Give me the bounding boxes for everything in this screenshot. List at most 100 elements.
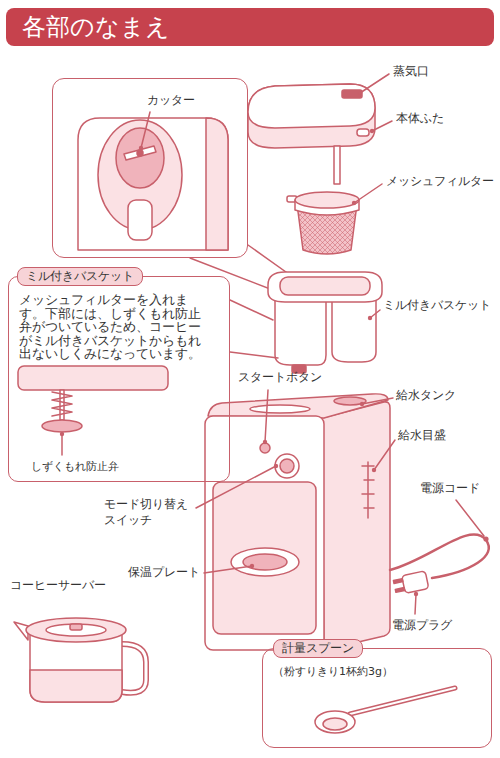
callout-body: メッシュフィルターを入れます。下部には、しずくもれ防止弁がついているため、コーヒ… [19, 293, 211, 361]
power-cord-art [395, 588, 404, 593]
callout-heading: ミル付きバスケット [17, 267, 143, 286]
part-name: 給水タンク [396, 388, 456, 404]
leader-dot [368, 316, 372, 320]
part-name: しずくもれ防止弁 [31, 460, 119, 474]
leader-dot [370, 129, 374, 133]
part-name: コーヒーサーバー [10, 578, 106, 594]
machine-body-art [322, 402, 390, 650]
leader-line [230, 300, 273, 320]
basket-art [280, 277, 370, 295]
leader-dot [483, 536, 488, 541]
title-banner: 各部のなまえ [6, 8, 494, 46]
cutter-inset-art [128, 200, 152, 240]
part-name: スタートボタン [238, 370, 322, 386]
part-name: 保温プレート [128, 565, 200, 581]
leader-line [265, 390, 268, 442]
power-cord-art [393, 579, 402, 584]
coffee-server-art [46, 624, 106, 636]
leader-line [354, 184, 382, 203]
leader-line [230, 300, 278, 358]
power-cord-art [393, 571, 429, 595]
part-name: 電源コード [420, 481, 480, 497]
part-name: カッター [147, 93, 195, 109]
power-cord-art [402, 571, 429, 594]
basket-art [332, 298, 376, 362]
drip-valve-art [52, 392, 72, 416]
leader-line [456, 500, 484, 536]
basket-art [275, 298, 326, 365]
machine-body-art [243, 554, 287, 570]
measuring-spoon-art [350, 688, 455, 714]
cutter-inset-art [137, 150, 143, 156]
part-name: モード切り替えスイッチ [104, 497, 193, 528]
machine-body-art [260, 443, 270, 453]
callout-box: ミル付きバスケットメッシュフィルターを入れます。下部には、しずくもれ防止弁がつい… [8, 276, 230, 482]
coffee-server-art [30, 670, 122, 702]
leader-dot [250, 564, 254, 568]
part-name: ミル付きバスケット [383, 298, 491, 314]
leader-line [196, 466, 276, 508]
lid-art [248, 84, 375, 148]
basket-art [268, 272, 382, 373]
cutter-inset-art [78, 118, 228, 250]
leader-line [372, 121, 392, 131]
power-cord-art [390, 534, 489, 595]
machine-body-art [205, 416, 324, 650]
basket-art [268, 272, 382, 302]
leader-line [190, 258, 278, 292]
measuring-spoon-art [315, 711, 355, 733]
machine-body-art [275, 454, 299, 478]
leader-dot [139, 146, 143, 150]
part-name: 本体ふた [396, 111, 444, 127]
cutter-inset-art [206, 118, 228, 250]
leader-line [141, 112, 150, 148]
machine-body-art [280, 459, 294, 473]
callout-body: （粉すりきり1杯約3g） [273, 665, 393, 679]
leader-dot [263, 440, 267, 444]
leader-line [230, 352, 278, 358]
machine-body-art [208, 394, 388, 418]
part-name: 蒸気口 [393, 64, 429, 80]
mesh-filter-art [287, 192, 359, 254]
coffee-server-art [122, 644, 146, 693]
coffee-server-art [70, 624, 82, 630]
mesh-filter-art [295, 192, 359, 208]
lid-art [357, 129, 369, 136]
leader-dot [274, 464, 278, 468]
callout-box: 計量スプーン（粉すりきり1杯約3g） [262, 648, 492, 748]
power-cord-art [390, 534, 489, 578]
measuring-spoon-art [315, 688, 455, 733]
leader-line [374, 440, 395, 470]
coffee-server-art [122, 644, 146, 693]
drip-valve-art [18, 366, 168, 390]
lid-art [248, 84, 375, 184]
machine-body-art [231, 548, 299, 576]
leader-dot [414, 592, 418, 596]
cutter-inset-art [116, 128, 164, 188]
lid-art [248, 84, 375, 128]
lid-art [342, 90, 362, 98]
leader-line [196, 74, 484, 614]
coffee-server-art [26, 618, 126, 642]
part-name: 電源プラグ [392, 618, 452, 634]
measuring-spoon-art [350, 688, 455, 714]
callout-heading: 計量スプーン [273, 639, 363, 658]
coffee-server-art [14, 618, 146, 702]
drip-valve-art [42, 420, 82, 432]
measuring-spoon-art [323, 718, 347, 730]
leader-line [204, 566, 252, 573]
part-name: メッシュフィルター [386, 174, 494, 190]
leader-line [362, 398, 393, 404]
cutter-inset-art [78, 118, 228, 250]
machine-body-art [205, 394, 390, 650]
leader-dot [352, 201, 356, 205]
leader-dot [358, 91, 362, 95]
inset-box: カッター [52, 78, 248, 258]
part-name: 給水目盛 [398, 428, 446, 444]
cutter-inset-art [124, 146, 156, 160]
leader-dot [372, 468, 376, 472]
leader-line [415, 594, 416, 614]
leader-dot [360, 402, 364, 406]
drip-valve-art [61, 434, 63, 455]
lid-art [334, 146, 340, 184]
